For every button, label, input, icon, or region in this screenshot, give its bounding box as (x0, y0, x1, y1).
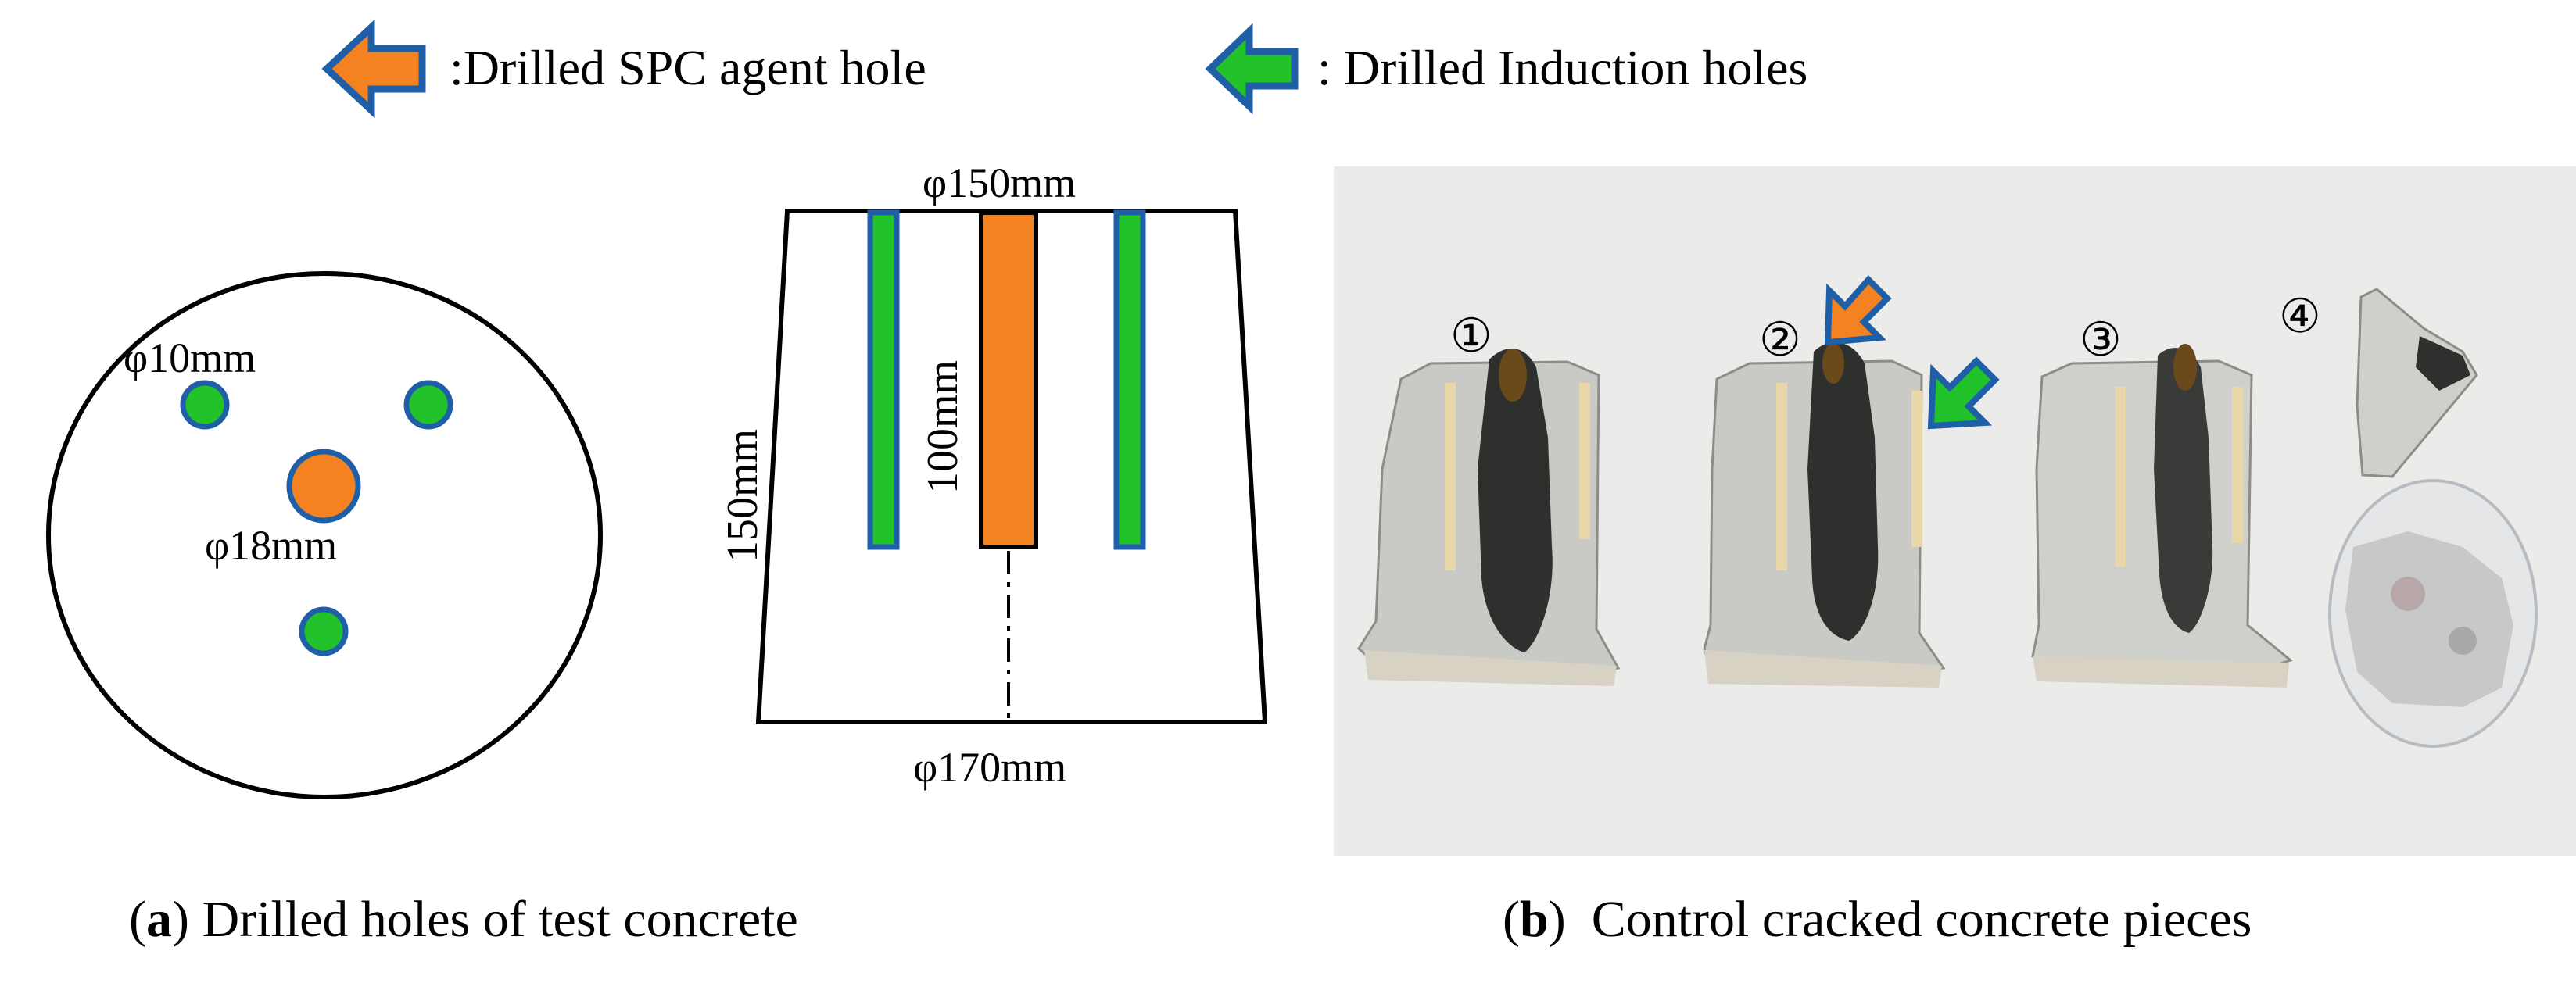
induction-hole-top-left (180, 380, 230, 430)
concrete-piece-4 (2328, 288, 2538, 748)
concrete-piece-3 (2031, 344, 2294, 688)
piece-label-2: ② (1759, 314, 1801, 366)
piece-label-3: ③ (2080, 314, 2122, 366)
piece-label-4: ④ (2279, 291, 2321, 342)
induction-hole-left-section (867, 209, 900, 550)
top-view-diagram: φ10mm φ18mm (46, 271, 603, 799)
caption-b-letter: b (1520, 891, 1549, 948)
spc-arrow-icon (321, 19, 426, 119)
piece-label-1: ① (1450, 310, 1492, 362)
legend: :Drilled SPC agent hole : Drilled Induct… (321, 19, 1807, 119)
induction-arrow-on-photo-icon (1927, 356, 2000, 430)
spc-hole-center (286, 449, 361, 524)
small-hole-diameter-label: φ10mm (124, 334, 256, 381)
top-diameter-label: φ150mm (923, 159, 1076, 206)
height-label: 150mm (718, 429, 767, 563)
concrete-piece-1 (1357, 349, 1621, 686)
induction-hole-right-section (1113, 209, 1146, 550)
center-hole-diameter-label: φ18mm (205, 522, 337, 569)
caption-a: (a) Drilled holes of test concrete (129, 891, 798, 948)
induction-hole-bottom (299, 606, 349, 656)
caption-b-text: Control cracked concrete pieces (1566, 891, 2252, 948)
concrete-piece-2 (1703, 342, 1946, 688)
spc-arrow-on-photo-icon (1824, 275, 1892, 346)
cracked-pieces-photo: ① ② ③ ④ (1334, 166, 2576, 856)
induction-arrow-icon (1205, 23, 1299, 115)
bottom-diameter-label: φ170mm (913, 744, 1066, 791)
hole-depth-label: 100mm (919, 360, 967, 494)
side-section-diagram: φ150mm φ170mm 150mm 100mm (718, 159, 1268, 791)
legend-induction-label: : Drilled Induction holes (1317, 40, 1807, 95)
cylinder-top-outline (46, 271, 603, 799)
caption-a-letter: a (146, 891, 172, 948)
legend-spc-label: :Drilled SPC agent hole (450, 40, 926, 95)
cylinder-side-outline (755, 209, 1268, 724)
induction-hole-top-right (403, 380, 453, 430)
caption-a-text: Drilled holes of test concrete (189, 891, 798, 948)
caption-b: (b) Control cracked concrete pieces (1503, 891, 2252, 948)
spc-hole-section (979, 210, 1038, 549)
